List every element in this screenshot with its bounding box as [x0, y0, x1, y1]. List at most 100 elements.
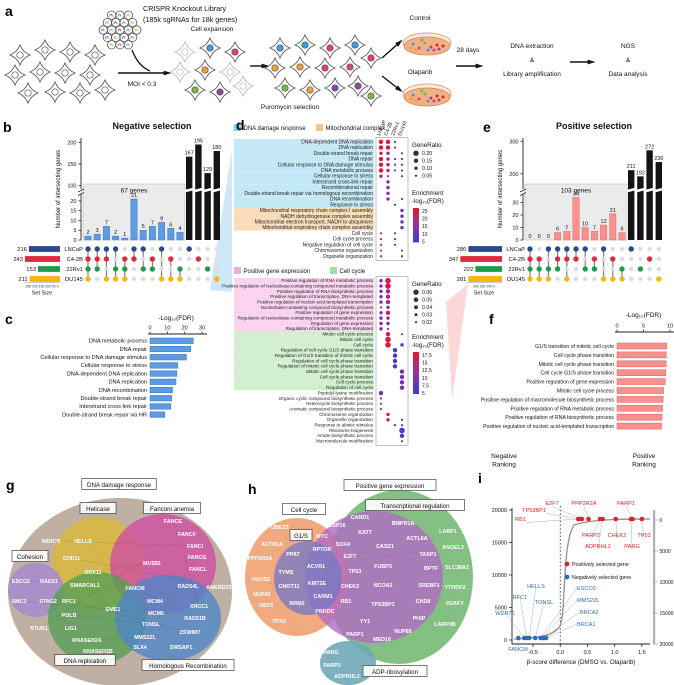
negative-point [532, 635, 538, 641]
annotation: 67 genes [121, 188, 148, 195]
circle [413, 289, 419, 295]
matrix-dot [537, 246, 542, 252]
dot [378, 390, 384, 396]
row-bg [234, 352, 374, 359]
path [130, 36, 135, 39]
gene-label: E2F7 [545, 501, 558, 507]
matrix-dot [629, 256, 634, 262]
network-edge [187, 568, 199, 587]
go-term: Regulation of cell cycle G1/S phase tran… [281, 348, 374, 353]
matrix-dot [527, 276, 533, 282]
enrichment-title: Enrichment [412, 334, 444, 341]
chart-title: -Log₁₀(FDR) [626, 312, 662, 319]
circle [191, 86, 199, 94]
circle [409, 97, 413, 101]
circle [432, 48, 436, 52]
set-size-value: 153 [26, 267, 36, 273]
negative-point [543, 635, 549, 641]
row-bg [234, 150, 374, 157]
path [117, 13, 122, 17]
circle [429, 45, 433, 49]
circle [564, 561, 570, 567]
dot [399, 433, 405, 439]
region-label: Helicase [86, 506, 110, 513]
matrix-dot [94, 266, 100, 272]
upset-bar-unique [213, 151, 220, 240]
venn-ellipse [274, 541, 342, 615]
matrix-dot [168, 256, 174, 262]
dot [386, 180, 390, 184]
circle [66, 48, 74, 56]
line [551, 506, 583, 520]
upset-bar [139, 230, 147, 241]
go-term: NADH dehydrogenase complex assembly [280, 214, 373, 220]
gene-label: MCM4 [147, 599, 163, 605]
gene-label: CNOT11 [279, 584, 300, 590]
go-term: Positive regulation of gene expression [295, 310, 373, 315]
upset-bar-unique [655, 162, 662, 240]
upset-bar [590, 231, 598, 241]
enrichment-title: Enrichment [412, 190, 444, 197]
network-edge [172, 520, 200, 607]
gene-label: STUB1 [30, 626, 48, 632]
dot [379, 289, 383, 294]
go-term: Cell cycle process [336, 380, 374, 385]
gene-label: FANCE [164, 519, 183, 525]
gene-label: TONSL [535, 600, 554, 606]
dot [385, 310, 391, 315]
go-bar [149, 337, 194, 344]
y-tick: 200 [509, 172, 518, 178]
set-name: LNCaP [506, 247, 525, 253]
gene-label: RRM2 [289, 601, 304, 607]
go-bar [149, 403, 172, 410]
matrix-dot [527, 266, 533, 272]
line [519, 188, 527, 193]
go-term: Double-strand break repair via HR [62, 412, 147, 418]
circle [413, 150, 419, 156]
step2-line: Library amplification [503, 71, 561, 78]
matrix-dot [545, 246, 552, 252]
matrix-dot [140, 246, 146, 252]
upset-bar [112, 235, 120, 241]
row-bg [234, 336, 374, 343]
gene-ratio-value: 0.03 [422, 313, 432, 319]
gene-label: RFC1 [513, 595, 528, 601]
row-bg [234, 219, 374, 225]
dot [392, 364, 398, 369]
circle [239, 82, 247, 90]
dot [393, 146, 397, 149]
dot [386, 163, 390, 167]
category-chip-label: Mitochondrial complex [326, 126, 386, 132]
gene-label: RNASEH2B [83, 649, 113, 655]
colorbar [413, 352, 419, 394]
matrix-dot [638, 276, 643, 282]
matrix-dot [214, 256, 219, 262]
go-term: DNA repair [349, 157, 374, 163]
line [535, 601, 545, 639]
matrix-dot [112, 246, 119, 252]
panel-a-workflow: CRISPR Knockout Library(185k sgRNAs for … [3, 4, 648, 111]
dot [379, 232, 383, 235]
region-label-box [343, 479, 437, 491]
go-term: Chromosome organization [314, 248, 373, 254]
gene-label: NCOA2 [374, 583, 393, 589]
moi-label: MOI < 0.3 [128, 81, 157, 88]
region-label-box [11, 550, 49, 562]
gene-label: ANKRD32 [206, 585, 231, 591]
panel-label-f: f [489, 311, 494, 327]
line [543, 611, 581, 639]
bar-value: 5 [142, 224, 145, 230]
bar-value: 272 [645, 144, 654, 150]
region-label: Positive gene expression [356, 483, 425, 490]
go-term: Interstrand cross-link repair [312, 179, 373, 185]
gene-label: ESCO2 [577, 586, 596, 592]
upset-bar [84, 235, 92, 241]
go-term: Mitotic cell cycle phase transition [306, 369, 373, 374]
enrichment-subtitle: -log₁₀(FDR) [412, 342, 444, 349]
category-chip-label: Positive gene expression [244, 269, 311, 275]
set-size-value: 222 [464, 267, 474, 273]
matrix-dot [150, 276, 155, 282]
step2-line: & [530, 57, 535, 64]
